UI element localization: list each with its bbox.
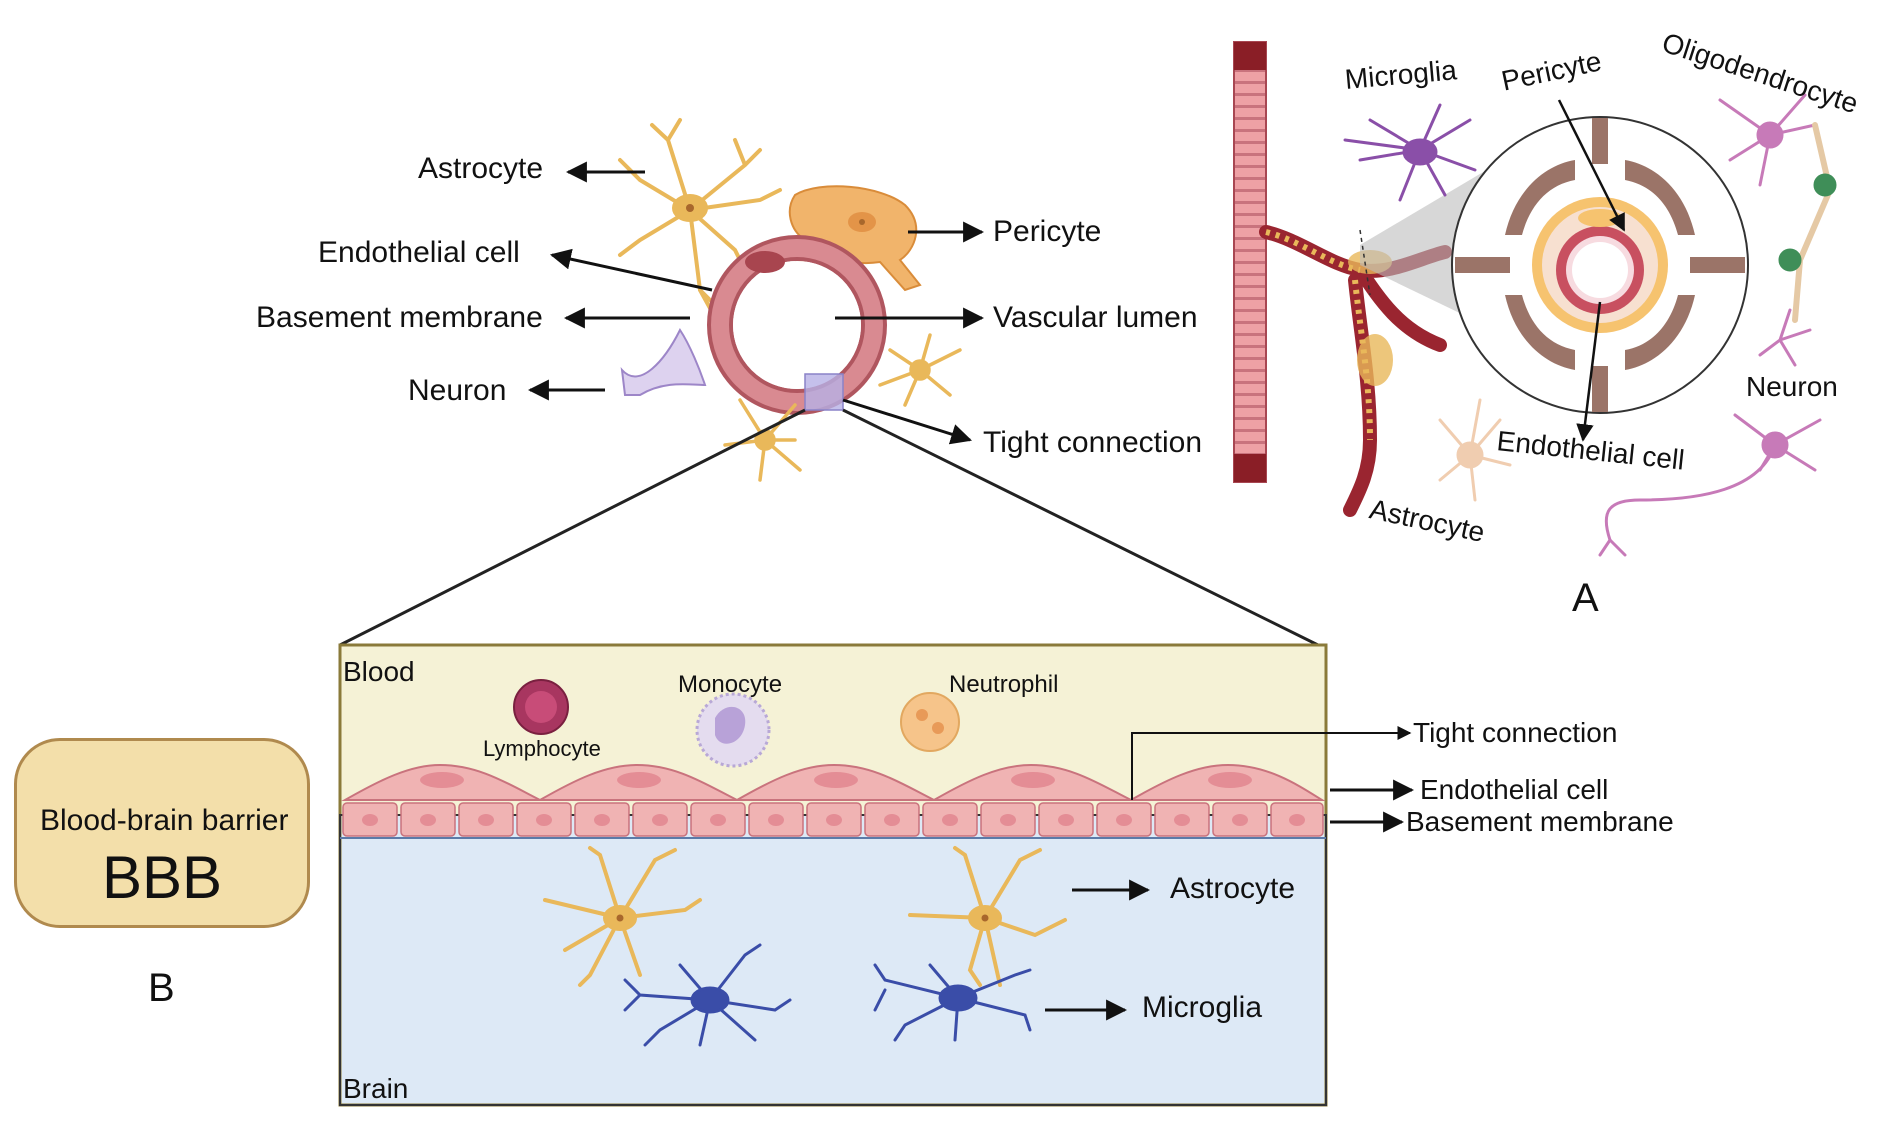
- tight-connection-square: [804, 373, 844, 411]
- label-a-astrocyte: Astrocyte: [418, 152, 544, 185]
- vessel-cross-section: [707, 235, 887, 415]
- label-a-neuron-vessel: Neuron: [1746, 371, 1838, 402]
- label-b-brain: Brain: [343, 1073, 409, 1104]
- label-b-neutrophil: Neutrophil: [949, 671, 1059, 698]
- brain-region: [340, 815, 1326, 1105]
- arrow-endothelial: [549, 248, 713, 292]
- panel-b-letter: B: [148, 966, 175, 1010]
- astrocyte-right-cell: [878, 333, 962, 407]
- astrocyte-bottom-cell: [723, 398, 802, 482]
- label-b-basement-membrane: Basement membrane: [1406, 806, 1674, 837]
- neuron-cell: [620, 328, 707, 396]
- brain-astrocyte-left: [543, 846, 702, 987]
- main-vessel: [1233, 41, 1267, 483]
- brain-microglia-right: [873, 963, 1032, 1042]
- bbb-badge-title: BBB: [102, 844, 223, 911]
- label-a-neuron: Neuron: [408, 374, 507, 407]
- neuron-right-cell: [1598, 413, 1822, 557]
- label-a-vascular-lumen: Vascular lumen: [993, 301, 1198, 334]
- label-a-pericyte: Pericyte: [993, 215, 1102, 248]
- zoom-line-right: [842, 408, 1319, 647]
- bbb-badge: [14, 738, 310, 928]
- astrocyte-vessel-cell: [1438, 398, 1512, 502]
- monocyte-cell: [695, 692, 771, 768]
- label-b-lymphocyte: Lymphocyte: [483, 736, 601, 761]
- label-a-basement-membrane: Basement membrane: [256, 301, 543, 334]
- label-b-microglia: Microglia: [1142, 991, 1263, 1024]
- label-a-endothelial-cell: Endothelial cell: [318, 236, 520, 269]
- panel-a-vessel: [1233, 41, 1837, 557]
- neutrophil-cell: [900, 692, 960, 752]
- bbb-badge-subtitle: Blood-brain barrier: [40, 804, 289, 837]
- oligodendrocyte-cell: [1718, 93, 1837, 367]
- label-b-blood: Blood: [343, 656, 415, 687]
- label-b-tight-connection: Tight connection: [1413, 717, 1618, 748]
- arrow-b-tight-connection: [1131, 726, 1412, 800]
- panel-a-letter: A: [1572, 576, 1599, 620]
- label-a-tight-connection: Tight connection: [983, 426, 1203, 459]
- brain-astrocyte-right: [908, 846, 1067, 987]
- panel-a-cross-section: [339, 118, 1319, 647]
- magnified-cross-section: [1451, 99, 1749, 442]
- astrocyte-top-cell: [618, 118, 782, 332]
- label-b-monocyte: Monocyte: [678, 671, 783, 698]
- arrow-tight-connection: [842, 398, 973, 445]
- zoom-line-left: [339, 408, 806, 647]
- label-b-endothelial-cell: Endothelial cell: [1420, 774, 1609, 805]
- basement-membrane-layer: [342, 802, 1324, 837]
- brain-microglia-left: [623, 943, 792, 1047]
- lymphocyte-cell: [513, 679, 569, 735]
- panel-b-barrier: [338, 643, 1415, 1107]
- microglia-purple-cell: [1343, 103, 1477, 202]
- endothelial-layer: [341, 763, 1326, 801]
- label-b-astrocyte: Astrocyte: [1170, 872, 1296, 905]
